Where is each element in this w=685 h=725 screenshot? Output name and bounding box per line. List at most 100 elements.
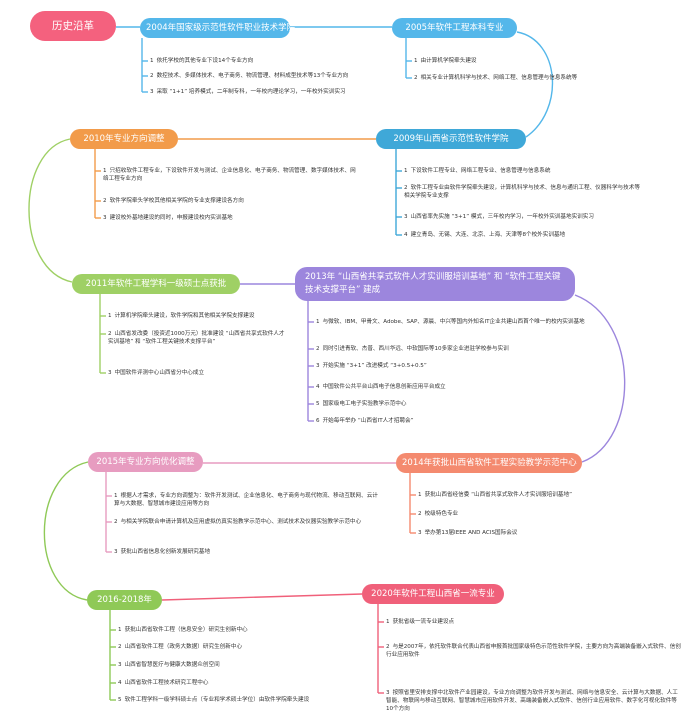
item-number: 1	[404, 168, 408, 174]
item-number: 2	[150, 73, 154, 79]
root-node[interactable]: 历史沿革	[30, 11, 116, 41]
section-2013-title[interactable]: 2013年 “山西省共享式软件人才实训服培训基地” 和 “软件工程关键技术支撑平…	[295, 267, 575, 301]
item-text: 计算机学院牵头建设，软件学院和其他相关学院支撑建设	[114, 313, 255, 319]
item-text: 山西省智慧医疗与健康大数据众创空间	[124, 662, 220, 668]
item-text: 同时引进青软、杰普、西川华远、中软国际等10多家企业进驻学校参与实训	[322, 346, 509, 352]
item-number: 2	[418, 511, 422, 517]
item-text: 由计算机学院牵头建设	[420, 58, 477, 64]
item-number: 4	[118, 680, 122, 686]
item-number: 1	[386, 619, 390, 625]
item-text: 下设软件工程专业、网络工程专业、信息管理与信息系统	[410, 168, 551, 174]
item-text: 与相关学院联合申请计算机及应用虚拟仿真实验教学示范中心、测试技术及仪器实验教学示…	[120, 519, 362, 525]
item-number: 6	[316, 418, 320, 424]
item-number: 3	[316, 363, 320, 369]
item-text: 获批山西省经信委 “山西省共享式软件人才实训服培训基地”	[424, 492, 572, 498]
item-text: 按照省里安排支撑中北软件产业园建设，专业方向调整为软件开发与测试、网络与信息安全…	[386, 690, 678, 712]
item-text: 相关专业计算机科学与技术、网络工程、信息管理与信息系统等	[420, 75, 578, 81]
item-text: 软件工程专业由软件学院牵头建设，计算机科学与技术、信息与通讯工程、仪器科学与技术…	[404, 185, 640, 199]
item-number: 4	[316, 384, 320, 390]
item-number: 2	[404, 185, 408, 191]
section-2011-title[interactable]: 2011年软件工程学科一级硕士点获批	[72, 274, 240, 294]
item-text: 软件工程学科一级学科硕士点（专业和学术硕士学位）由软件学院牵头建设	[124, 697, 310, 703]
connector-line	[28, 138, 73, 283]
item-number: 3	[418, 530, 422, 536]
item-text: 中国软件评测中心山西省分中心成立	[114, 370, 205, 376]
item-text: 软件学院牵头学校其他相关学院的专业支撑建设各方向	[109, 198, 244, 204]
item-text: 建立青岛、无锡、大连、北京、上海、天津等8个校外实训基地	[410, 232, 566, 238]
item-text: 获批省级一流专业建设点	[392, 619, 455, 625]
item-text: 获批山西省软件工程（信息安全）研究生创新中心	[124, 627, 248, 633]
item-text: 根据人才需求，专业方向调整为：软件开发测试、企业信息化、电子商务与现代物流、移动…	[114, 493, 378, 507]
item-text: 举办第13届IEEE AND ACIS国际会议	[424, 530, 518, 536]
item-number: 3	[108, 370, 112, 376]
section-2010-title[interactable]: 2010年专业方向调整	[70, 129, 178, 149]
item-text: 只招收软件工程专业，下设软件开发与测试、企业信息化、电子商务、物流管理、数字媒体…	[103, 168, 356, 182]
item-text: 依托学校的其他专业下设14个专业方向	[156, 58, 254, 64]
item-text: 获批山西省信息化创新发展研究基地	[120, 549, 211, 555]
item-number: 5	[118, 697, 122, 703]
section-2016-2018-title[interactable]: 2016-2018年	[87, 590, 162, 610]
item-number: 2	[108, 331, 112, 337]
item-text: 与是2007年，依托软件联合代表山西省申报首批国家级特色示范性软件学院，主要方向…	[386, 644, 681, 658]
item-text: 国家级电工电子实验教学示范中心	[322, 401, 407, 407]
item-text: 校级特色专业	[424, 511, 459, 517]
item-text: 采取 “1+1” 培养模式，二年制专科，一年校内理论学习，一年校外实训实习	[156, 89, 346, 95]
section-2020-title[interactable]: 2020年软件工程山西省一流专业	[362, 584, 504, 604]
item-number: 2	[316, 346, 320, 352]
item-text: 开始每年举办 “山西省IT人才招聘会”	[322, 418, 414, 424]
item-number: 1	[316, 319, 320, 325]
connector-line	[161, 593, 363, 601]
section-2014-title[interactable]: 2014年获批山西省软件工程实验教学示范中心	[396, 453, 582, 473]
section-2015-title[interactable]: 2015年专业方向优化调整	[88, 452, 203, 472]
connector-line	[574, 294, 626, 463]
item-number: 1	[150, 58, 154, 64]
section-2009-title[interactable]: 2009年山西省示范性软件学院	[376, 129, 526, 149]
item-number: 3	[114, 549, 118, 555]
item-number: 1	[114, 493, 118, 499]
item-number: 2	[114, 519, 118, 525]
section-2004-title[interactable]: 2004年国家级示范性软件职业技术学院	[140, 18, 295, 38]
connector-line	[516, 31, 554, 138]
item-number: 2	[103, 198, 107, 204]
item-number: 2	[414, 75, 418, 81]
item-number: 4	[404, 232, 408, 238]
item-number: 2	[118, 644, 122, 650]
item-text: 山西省率先实施 “3+1” 模式，三年校内学习，一年校外实训基地实训实习	[410, 214, 594, 220]
item-number: 1	[418, 492, 422, 498]
item-text: 数控技术、多媒体技术、电子商务、物流管理、材料成型技术等13个专业方向	[156, 73, 349, 79]
item-number: 1	[103, 168, 107, 174]
section-2005-title[interactable]: 2005年软件工程本科专业	[392, 18, 517, 38]
